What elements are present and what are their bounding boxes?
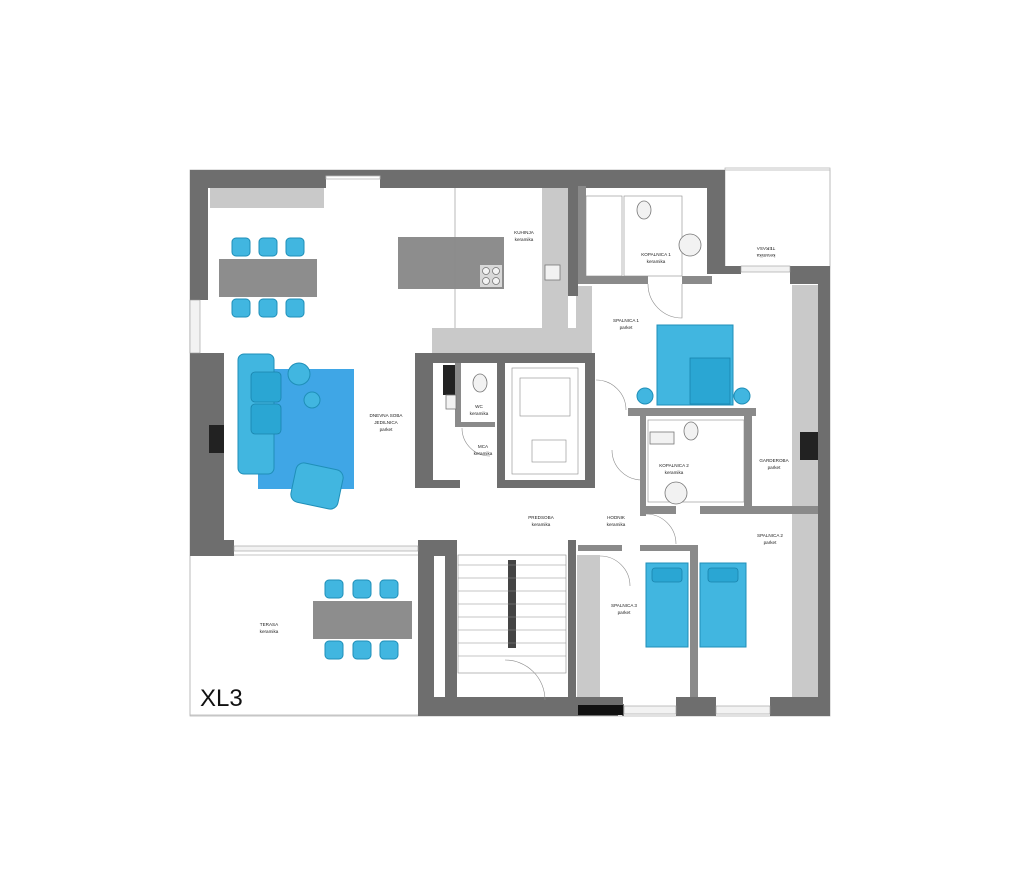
room-label-spalnica1-floor: parket [620, 325, 633, 330]
dining-set [219, 237, 317, 318]
room-label-kuhinja-name: KUHINJA [514, 230, 535, 235]
stairs [457, 554, 567, 674]
wc-fixtures [443, 365, 488, 410]
kitchen-island [398, 188, 561, 328]
garderoba-panel [800, 432, 818, 460]
room-label-kopalnica2-floor: keramika [665, 470, 684, 475]
elevator [511, 367, 579, 475]
room-label-spalnica1-name: SPALNICA 1 [613, 318, 639, 323]
windows [189, 175, 791, 715]
bathroom-2-fixtures [647, 419, 745, 505]
room-label-kopalnica1-floor: keramika [647, 259, 666, 264]
room-label-kuhinja-floor: keramika [515, 237, 534, 242]
room-label-spalnica3-floor: parket [618, 610, 631, 615]
walls [190, 170, 830, 716]
doors [461, 283, 683, 701]
room-label-garderoba-floor: parket [768, 465, 781, 470]
plan-title: XL3 [200, 685, 243, 712]
room-labels: KUHINJA keramika KOPALNICA 1 keramika TE… [260, 230, 790, 634]
bathroom-1-fixtures [585, 195, 702, 277]
living-furniture [209, 353, 354, 510]
room-label-kopalnica1-name: KOPALNICA 1 [641, 252, 671, 257]
room-label-terasa-bottom-floor: keramika [260, 629, 279, 634]
room-label-dnevna-floor: parket [380, 427, 393, 432]
room-label-terasa-top-name: TERASA [756, 246, 775, 251]
room-label-wc-floor: keramika [470, 411, 489, 416]
room-label-hodnik-name: HODNIK [607, 515, 626, 520]
room-label-spalnica2-name: SPALNICA 2 [757, 533, 783, 538]
terrace-furniture [313, 579, 412, 660]
room-label-spalnica2-floor: parket [764, 540, 777, 545]
room-label-kopalnica2-name: KOPALNICA 2 [659, 463, 689, 468]
room-label-spalnica3-name: SPALNICA 3 [611, 603, 637, 608]
room-label-wc-name: WC [475, 404, 483, 409]
room-label-garderoba-name: GARDEROBA [759, 458, 789, 463]
room-label-terasa-top-floor: keramika [756, 253, 775, 258]
room-label-hodnik-floor: keramika [607, 522, 626, 527]
room-label-mca-floor: keramika [474, 451, 493, 456]
single-beds [645, 562, 747, 648]
room-label-terasa-bottom-name: TERASA [260, 622, 279, 627]
counters [210, 188, 818, 698]
room-label-mca-name: MCA [478, 444, 489, 449]
room-label-dnevna-name1: DNEVNA SOBA [370, 413, 404, 418]
room-label-dnevna-name2: JEDILNICA [374, 420, 398, 425]
room-label-predsoba-name: PREDSOBA [528, 515, 554, 520]
bed-1 [636, 324, 751, 406]
room-label-predsoba-floor: keramika [532, 522, 551, 527]
